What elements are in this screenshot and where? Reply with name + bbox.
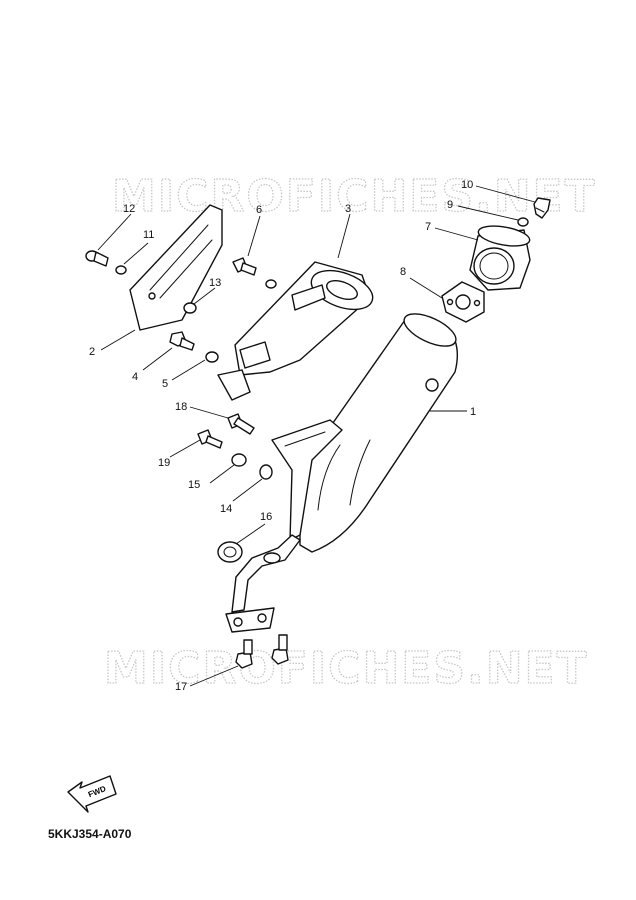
collar-6 [265, 279, 277, 289]
exhaust-bracket [271, 419, 343, 541]
callout-3: 3 [345, 203, 351, 215]
collar-13 [183, 302, 197, 314]
muffler-body [299, 313, 458, 553]
callout-10: 10 [461, 179, 473, 191]
nut-15 [231, 453, 247, 467]
callout-18: 18 [175, 401, 187, 413]
nut-14 [259, 464, 273, 480]
callout-labels: 1 2 3 4 5 6 7 8 9 10 11 12 13 14 15 16 1… [89, 179, 476, 693]
callout-4: 4 [132, 371, 138, 383]
callout-2: 2 [89, 346, 95, 358]
bolt-4 [169, 331, 195, 351]
exhaust-pipe [231, 534, 301, 613]
gasket-8 [441, 281, 485, 323]
washer-11 [115, 265, 127, 275]
callout-13: 13 [209, 277, 221, 289]
callout-7: 7 [425, 221, 431, 233]
tail-pipe-cap-7 [469, 225, 531, 291]
callout-6: 6 [256, 204, 262, 216]
watermark-top: MICROFICHES.NET [112, 171, 597, 222]
callout-11: 11 [143, 229, 154, 241]
leader-lines [97, 185, 536, 687]
collar-5 [205, 351, 219, 363]
callout-5: 5 [162, 378, 168, 390]
exhaust-flange [225, 607, 275, 633]
diagram-code: 5KKJ354-A070 [48, 827, 132, 841]
screw-12 [85, 250, 109, 267]
callout-17: 17 [175, 681, 187, 693]
gasket-ring-16 [217, 541, 243, 563]
callout-14: 14 [220, 503, 232, 515]
washer-9 [517, 217, 529, 227]
bolt-18 [227, 413, 255, 435]
bolt-10 [533, 197, 551, 219]
watermark-bottom: MICROFICHES.NET [104, 643, 589, 694]
bolt-6 [232, 257, 257, 276]
callout-19: 19 [158, 457, 170, 469]
callout-8: 8 [400, 266, 406, 278]
muffler-protector-3 [217, 261, 374, 401]
callout-16: 16 [260, 511, 272, 523]
bolt-19 [197, 429, 223, 449]
fwd-arrow-icon: FWD [67, 775, 117, 813]
bolt-17 [235, 634, 289, 669]
callout-15: 15 [188, 479, 200, 491]
callout-12: 12 [123, 203, 135, 215]
heat-shield-2 [129, 204, 223, 331]
callout-9: 9 [447, 199, 453, 211]
callout-1: 1 [470, 406, 476, 418]
